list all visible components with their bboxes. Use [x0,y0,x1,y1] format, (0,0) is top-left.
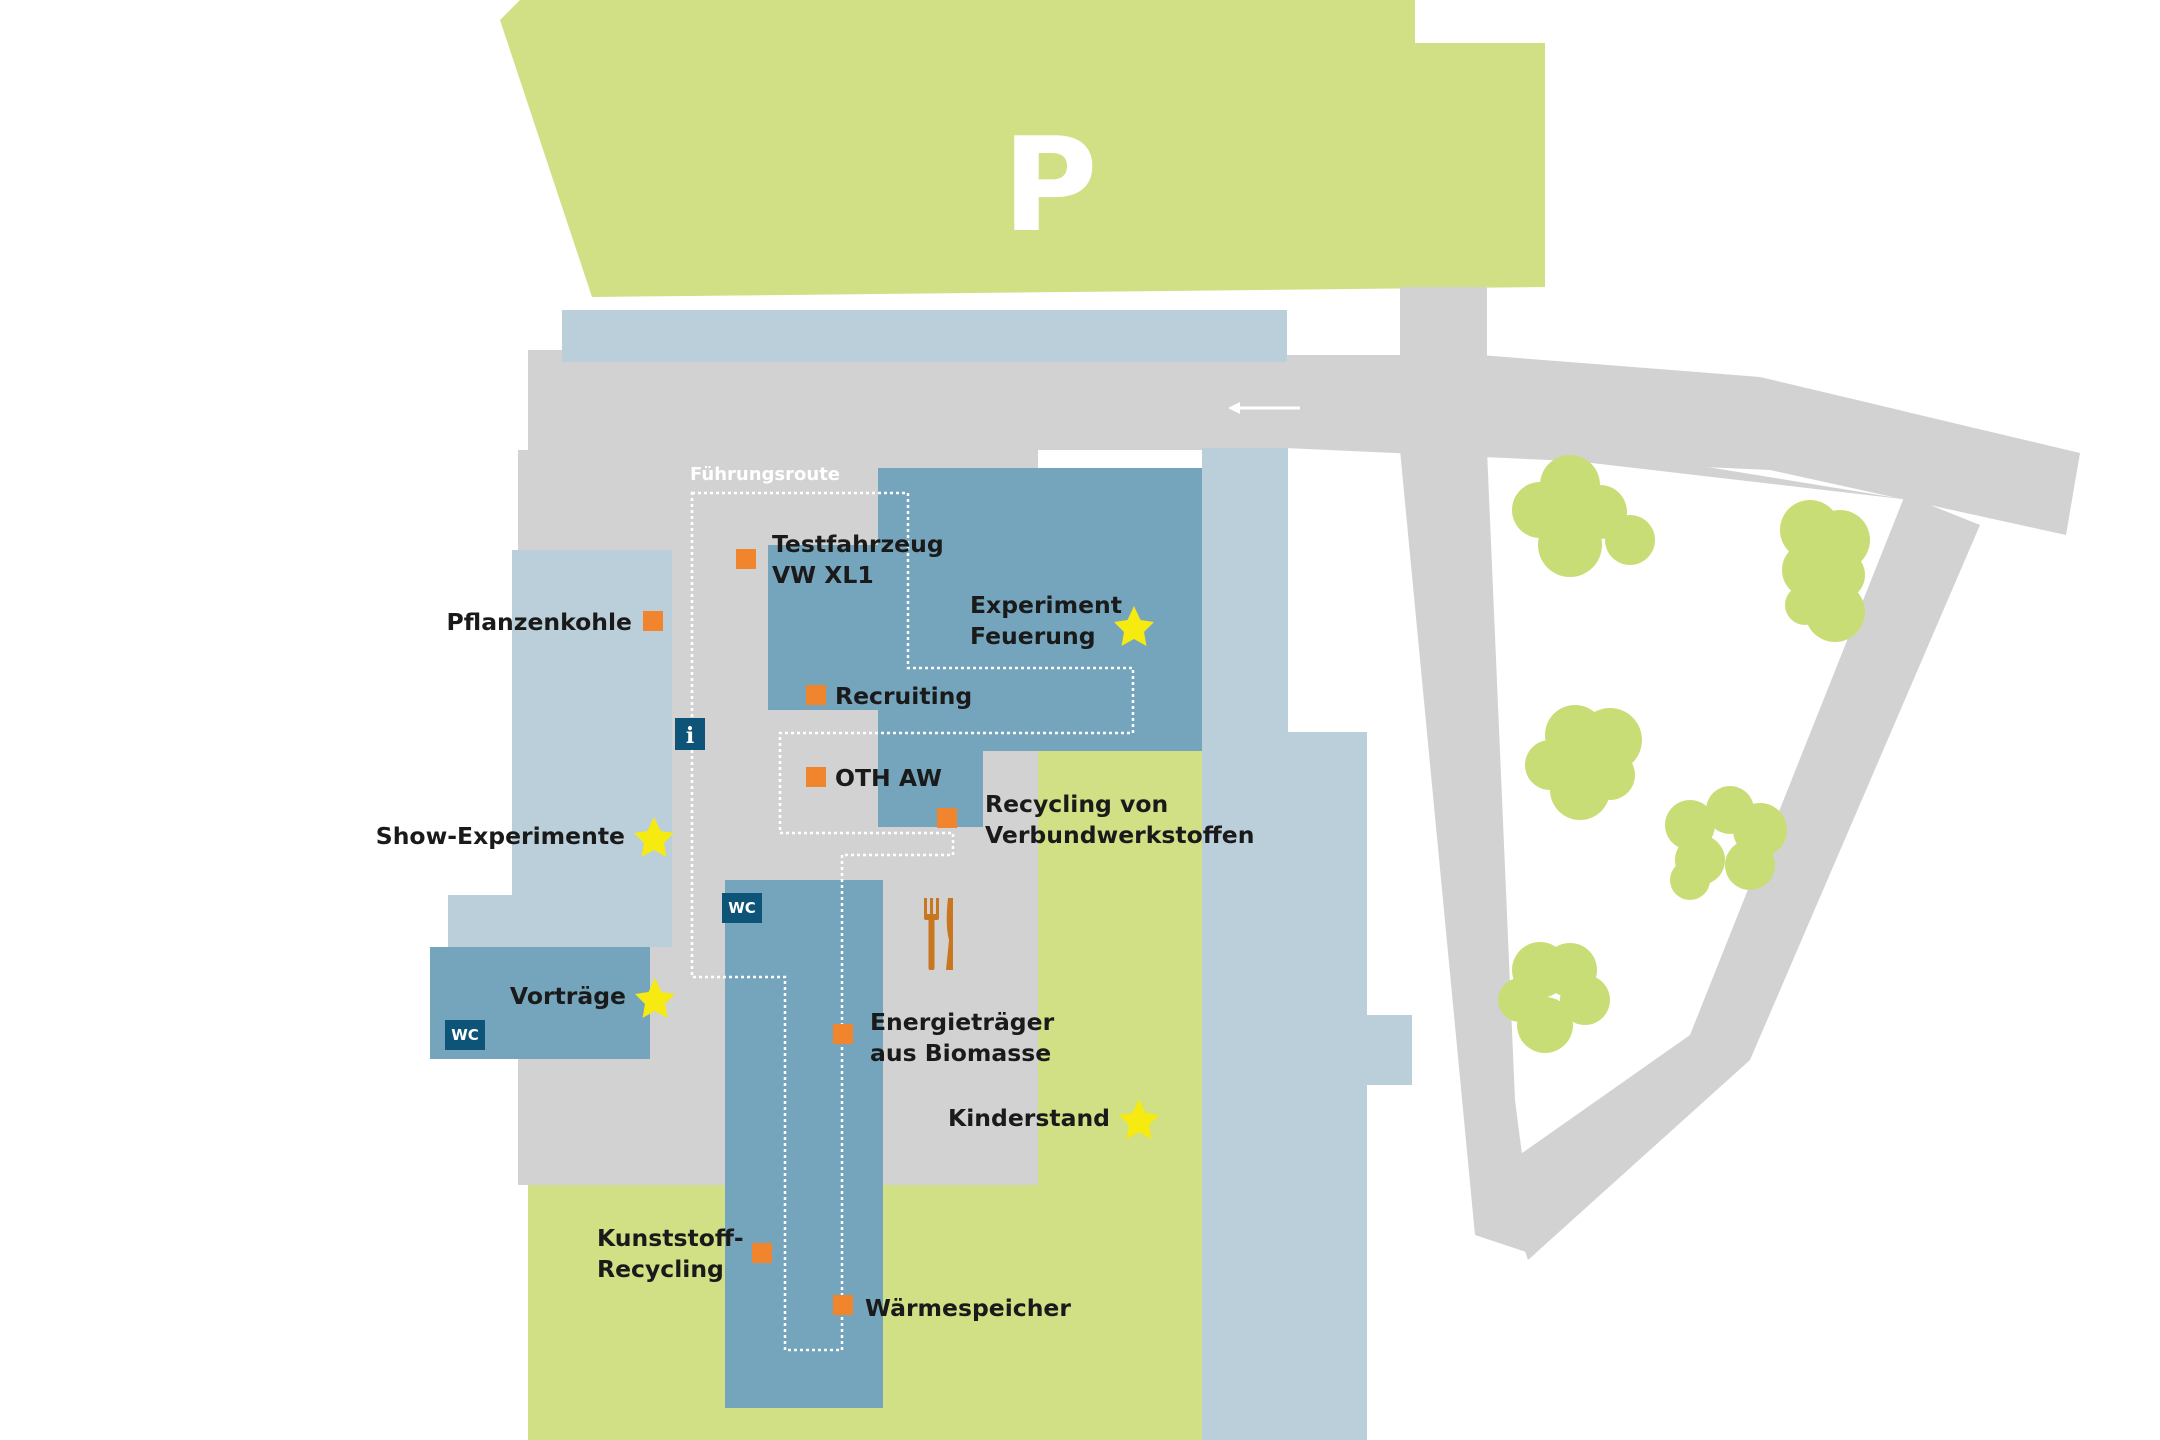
star-icon-kinderstand[interactable] [1119,1099,1159,1139]
building-west-wing[interactable] [448,895,608,955]
wc-badge-north[interactable] [722,893,762,923]
station-marker-kunststoff[interactable] [752,1243,772,1263]
building-east-strip-lower[interactable] [1235,732,1367,1440]
label-vortraege: Vorträge [510,982,626,1010]
info-badge[interactable] [675,718,705,750]
label-recycling-verbund: Recycling von Verbundwerkstoffen [985,790,1254,849]
station-marker-testfahrzeug[interactable] [736,549,756,569]
label-kunststoff: Kunststoff- Recycling [597,1224,752,1283]
road-main-area [528,350,1284,450]
star-icon-experiment[interactable] [1114,606,1154,646]
wc-label-north: WC [728,899,756,917]
parking-area[interactable] [500,0,1545,297]
station-marker-energietraeger[interactable] [833,1024,853,1044]
label-waermespeicher: Wärmespeicher [865,1294,1071,1322]
route-label: Führungsroute [690,464,840,485]
cutlery-icon [924,898,953,970]
wc-label-west: WC [451,1026,479,1044]
station-marker-recruiting[interactable] [806,685,826,705]
guided-route [690,491,1135,1352]
label-show-experimente: Show-Experimente [376,822,625,850]
info-icon: i [686,723,694,749]
station-marker-recycling-verbund[interactable] [937,808,957,828]
building-research-main[interactable] [878,468,1202,751]
star-icon-show[interactable] [634,817,674,857]
label-testfahrzeug: Testfahrzeug VW XL1 [772,530,952,589]
one-way-arrowhead [1228,402,1240,414]
building-research-west[interactable] [768,545,883,710]
station-marker-waermespeicher[interactable] [833,1295,853,1315]
label-recruiting: Recruiting [835,682,972,710]
road-diagonal [1498,495,1980,1260]
tree-group [1498,455,1870,1053]
label-pflanzenkohle: Pflanzenkohle [447,608,632,636]
station-marker-pflanzenkohle[interactable] [643,611,663,631]
building-research-link[interactable] [878,745,983,827]
building-lab-south[interactable] [725,880,883,1408]
label-energietraeger: Energieträger aus Biomasse [870,1008,1062,1067]
parking-symbol: P [1002,109,1097,261]
building-north[interactable] [562,310,1287,362]
label-oth-aw: OTH AW [835,764,942,792]
road-north-south [1400,287,1535,1255]
wc-badge-west[interactable] [445,1020,485,1050]
label-experiment-feuerung: Experiment Feuerung [970,591,1130,650]
label-kinderstand: Kinderstand [948,1104,1110,1132]
building-east-annex[interactable] [1360,1015,1412,1085]
station-marker-oth-aw[interactable] [806,767,826,787]
road-triangle-top [1480,430,1910,500]
star-icon-vortraege[interactable] [635,978,675,1018]
